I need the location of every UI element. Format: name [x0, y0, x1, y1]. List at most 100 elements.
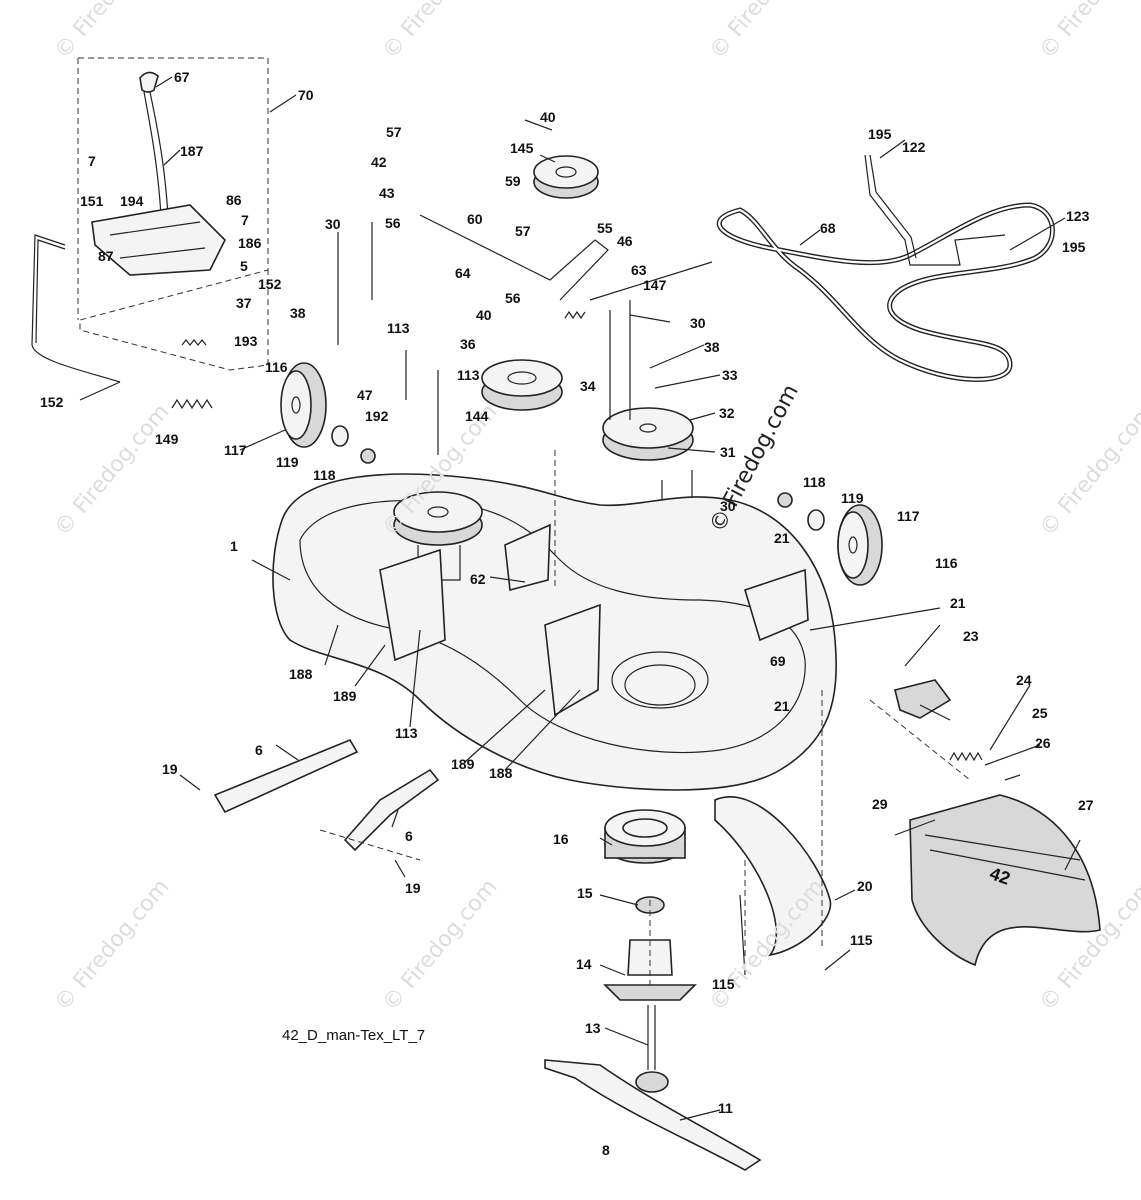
part-label-59[interactable]: 59 [505, 173, 521, 189]
part-label-38[interactable]: 38 [704, 339, 720, 355]
part-label-37[interactable]: 37 [236, 295, 252, 311]
part-label-57[interactable]: 57 [515, 223, 531, 239]
part-label-21[interactable]: 21 [950, 595, 966, 611]
part-label-117[interactable]: 117 [224, 442, 247, 458]
spindle-assembly [603, 809, 697, 1093]
part-label-145[interactable]: 145 [510, 140, 534, 156]
part-label-8[interactable]: 8 [602, 1142, 610, 1158]
part-label-116[interactable]: 116 [265, 359, 288, 375]
part-label-64[interactable]: 64 [455, 265, 471, 281]
part-label-27[interactable]: 27 [1078, 797, 1094, 813]
part-label-1[interactable]: 1 [230, 538, 238, 554]
part-label-21[interactable]: 21 [774, 698, 790, 714]
part-label-113[interactable]: 113 [457, 367, 480, 383]
part-label-63[interactable]: 63 [631, 262, 647, 278]
part-label-60[interactable]: 60 [467, 211, 483, 227]
gauge-wheel-left [280, 362, 376, 464]
part-label-42[interactable]: 42 [371, 154, 387, 170]
part-label-189[interactable]: 189 [333, 688, 357, 704]
deck-bracket-top [504, 523, 551, 592]
part-label-26[interactable]: 26 [1035, 735, 1051, 751]
part-label-118[interactable]: 118 [803, 474, 826, 490]
control-assembly-box [77, 57, 269, 371]
part-label-55[interactable]: 55 [597, 220, 613, 236]
part-label-56[interactable]: 56 [385, 215, 401, 231]
part-label-14[interactable]: 14 [576, 956, 592, 972]
part-label-7[interactable]: 7 [88, 153, 96, 169]
part-label-11[interactable]: 11 [718, 1100, 733, 1116]
part-label-38[interactable]: 38 [290, 305, 306, 321]
part-label-195[interactable]: 195 [1062, 239, 1086, 255]
part-label-32[interactable]: 32 [719, 405, 735, 421]
part-label-188[interactable]: 188 [289, 666, 313, 682]
part-label-25[interactable]: 25 [1032, 705, 1048, 721]
part-label-188[interactable]: 188 [489, 765, 513, 781]
part-label-119[interactable]: 119 [841, 490, 864, 506]
part-label-6[interactable]: 6 [255, 742, 263, 758]
part-label-152[interactable]: 152 [40, 394, 64, 410]
part-label-56[interactable]: 56 [505, 290, 521, 306]
part-label-16[interactable]: 16 [553, 831, 569, 847]
part-label-62[interactable]: 62 [470, 571, 486, 587]
part-label-36[interactable]: 36 [460, 336, 476, 352]
part-label-113[interactable]: 113 [395, 725, 418, 741]
part-label-144[interactable]: 144 [465, 408, 489, 424]
part-label-87[interactable]: 87 [98, 248, 114, 264]
part-label-189[interactable]: 189 [451, 756, 475, 772]
part-label-6[interactable]: 6 [405, 828, 413, 844]
part-label-68[interactable]: 68 [820, 220, 836, 236]
part-label-15[interactable]: 15 [577, 885, 593, 901]
part-label-149[interactable]: 149 [155, 431, 179, 447]
part-label-24[interactable]: 24 [1016, 672, 1032, 688]
part-label-5[interactable]: 5 [240, 258, 248, 274]
part-label-47[interactable]: 47 [357, 387, 373, 403]
part-label-115[interactable]: 115 [712, 976, 735, 992]
part-label-195[interactable]: 195 [868, 126, 892, 142]
part-label-123[interactable]: 123 [1066, 208, 1090, 224]
part-label-19[interactable]: 19 [162, 761, 178, 777]
part-label-30[interactable]: 30 [720, 498, 736, 514]
part-label-117[interactable]: 117 [897, 508, 920, 524]
part-label-67[interactable]: 67 [174, 69, 190, 85]
deck-spindle-pulley [393, 491, 483, 581]
part-label-147[interactable]: 147 [643, 277, 667, 293]
part-label-23[interactable]: 23 [963, 628, 979, 644]
part-label-116[interactable]: 116 [935, 555, 958, 571]
part-label-34[interactable]: 34 [580, 378, 596, 394]
part-label-192[interactable]: 192 [365, 408, 389, 424]
part-label-40[interactable]: 40 [476, 307, 492, 323]
part-label-187[interactable]: 187 [180, 143, 204, 159]
part-label-29[interactable]: 29 [872, 796, 888, 812]
part-label-122[interactable]: 122 [902, 139, 926, 155]
part-label-30[interactable]: 30 [690, 315, 706, 331]
part-label-21[interactable]: 21 [774, 530, 790, 546]
deck-bracket-right [544, 603, 601, 717]
part-label-43[interactable]: 43 [379, 185, 395, 201]
part-label-19[interactable]: 19 [405, 880, 421, 896]
part-label-86[interactable]: 86 [226, 192, 242, 208]
chute-bracket [894, 679, 952, 719]
part-label-46[interactable]: 46 [617, 233, 633, 249]
part-label-193[interactable]: 193 [234, 333, 258, 349]
part-label-33[interactable]: 33 [722, 367, 738, 383]
part-label-70[interactable]: 70 [298, 87, 314, 103]
alignment-lines [319, 450, 971, 985]
part-label-151[interactable]: 151 [80, 193, 104, 209]
part-label-57[interactable]: 57 [386, 124, 402, 140]
part-label-186[interactable]: 186 [238, 235, 262, 251]
part-label-40[interactable]: 40 [540, 109, 556, 125]
part-label-152[interactable]: 152 [258, 276, 282, 292]
part-label-119[interactable]: 119 [276, 454, 299, 470]
part-label-31[interactable]: 31 [720, 444, 736, 460]
part-label-118[interactable]: 118 [313, 467, 336, 483]
part-label-20[interactable]: 20 [857, 878, 873, 894]
part-label-7[interactable]: 7 [241, 212, 249, 228]
part-label-69[interactable]: 69 [770, 653, 786, 669]
part-label-194[interactable]: 194 [120, 193, 144, 209]
baffle [714, 796, 832, 957]
part-label-113[interactable]: 113 [387, 320, 410, 336]
part-label-13[interactable]: 13 [585, 1020, 601, 1036]
drawing-code: 42_D_man-Tex_LT_7 [282, 1027, 426, 1044]
part-label-30[interactable]: 30 [325, 216, 341, 232]
part-label-115[interactable]: 115 [850, 932, 873, 948]
